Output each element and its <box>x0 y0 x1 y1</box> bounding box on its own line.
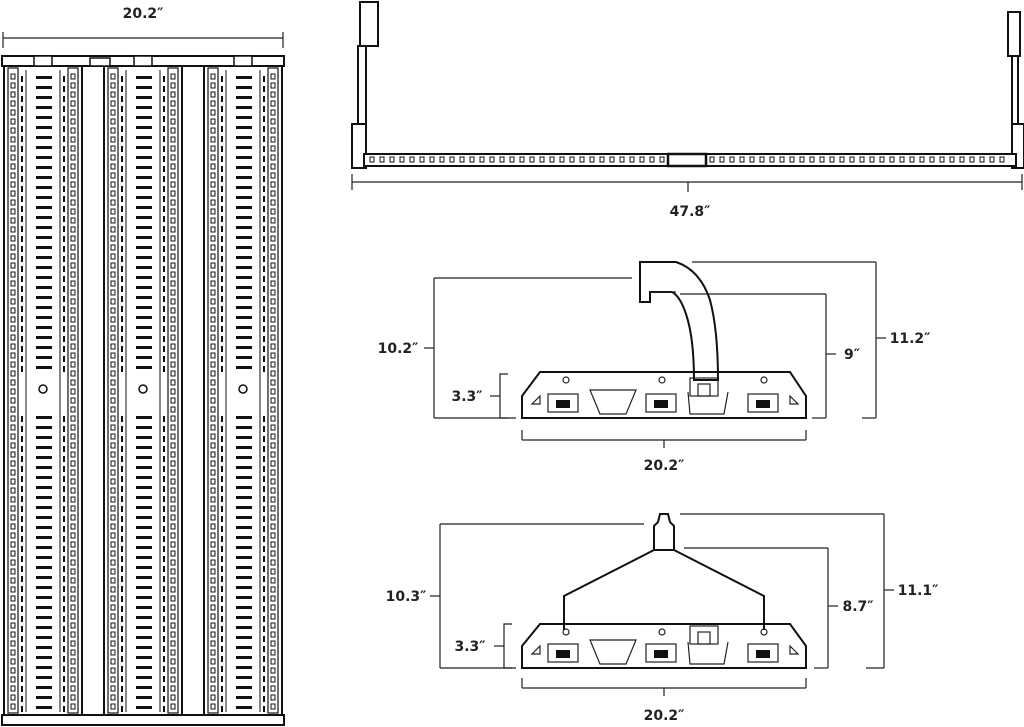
yoke-height-label: 8.7″ <box>842 599 873 615</box>
front-width-label: 20.2″ <box>123 6 164 22</box>
top-length-label: 47.8″ <box>670 204 711 220</box>
hook-height-label: 9″ <box>844 347 860 363</box>
top-view: 47.8″ <box>351 1 1024 220</box>
body-details-1 <box>530 376 800 415</box>
yoke-total-height-label: 10.3″ <box>386 589 427 605</box>
yoke-body-height-label: 3.3″ <box>454 639 485 655</box>
body-details-2 <box>530 625 800 665</box>
side-view-hook: 10.2″ 3.3″ 9″ 11.2″ 20.2″ <box>378 261 931 474</box>
hook-total-height-label: 10.2″ <box>378 341 419 357</box>
hook-body-height-label: 3.3″ <box>451 389 482 405</box>
hook-overall-height-label: 11.2″ <box>890 331 931 347</box>
yoke-overall-height-label: 11.1″ <box>898 583 939 599</box>
yoke-width-label: 20.2″ <box>644 708 685 724</box>
side-view-yoke: 10.3″ 3.3″ 8.7″ 11.1″ 20.2″ <box>386 513 939 724</box>
hook-width-label: 20.2″ <box>644 458 685 474</box>
front-view: 20.2″ <box>1 6 285 726</box>
